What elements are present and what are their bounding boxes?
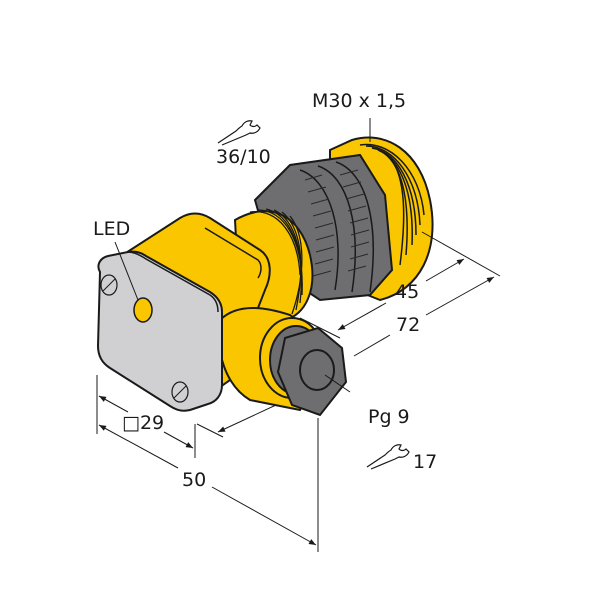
wrench-icon (217, 120, 261, 146)
cable-gland (276, 326, 348, 417)
led-indicator (133, 297, 153, 323)
square-symbol: □ (122, 412, 140, 434)
wrench-size-nut-label: 36/10 (216, 146, 271, 168)
dimension-29-value: 29 (139, 412, 165, 434)
led-label: LED (93, 218, 131, 240)
dimension-29-label: □29 (122, 414, 164, 433)
led-leader (114, 241, 139, 301)
thread-label: M30 x 1,5 (312, 90, 407, 112)
dimension-50-label: 50 (182, 469, 207, 491)
dimension-45-label: 45 (395, 281, 420, 303)
face-plate (96, 250, 223, 412)
dimension-lines-width (96, 375, 319, 552)
cable-gland-label: Pg 9 (368, 406, 410, 428)
wrench-icon (366, 444, 410, 470)
dimension-lines-length (299, 231, 501, 357)
dimension-72-label: 72 (396, 314, 421, 336)
wrench-size-gland-label: 17 (413, 451, 438, 473)
gland-leader (324, 374, 351, 393)
